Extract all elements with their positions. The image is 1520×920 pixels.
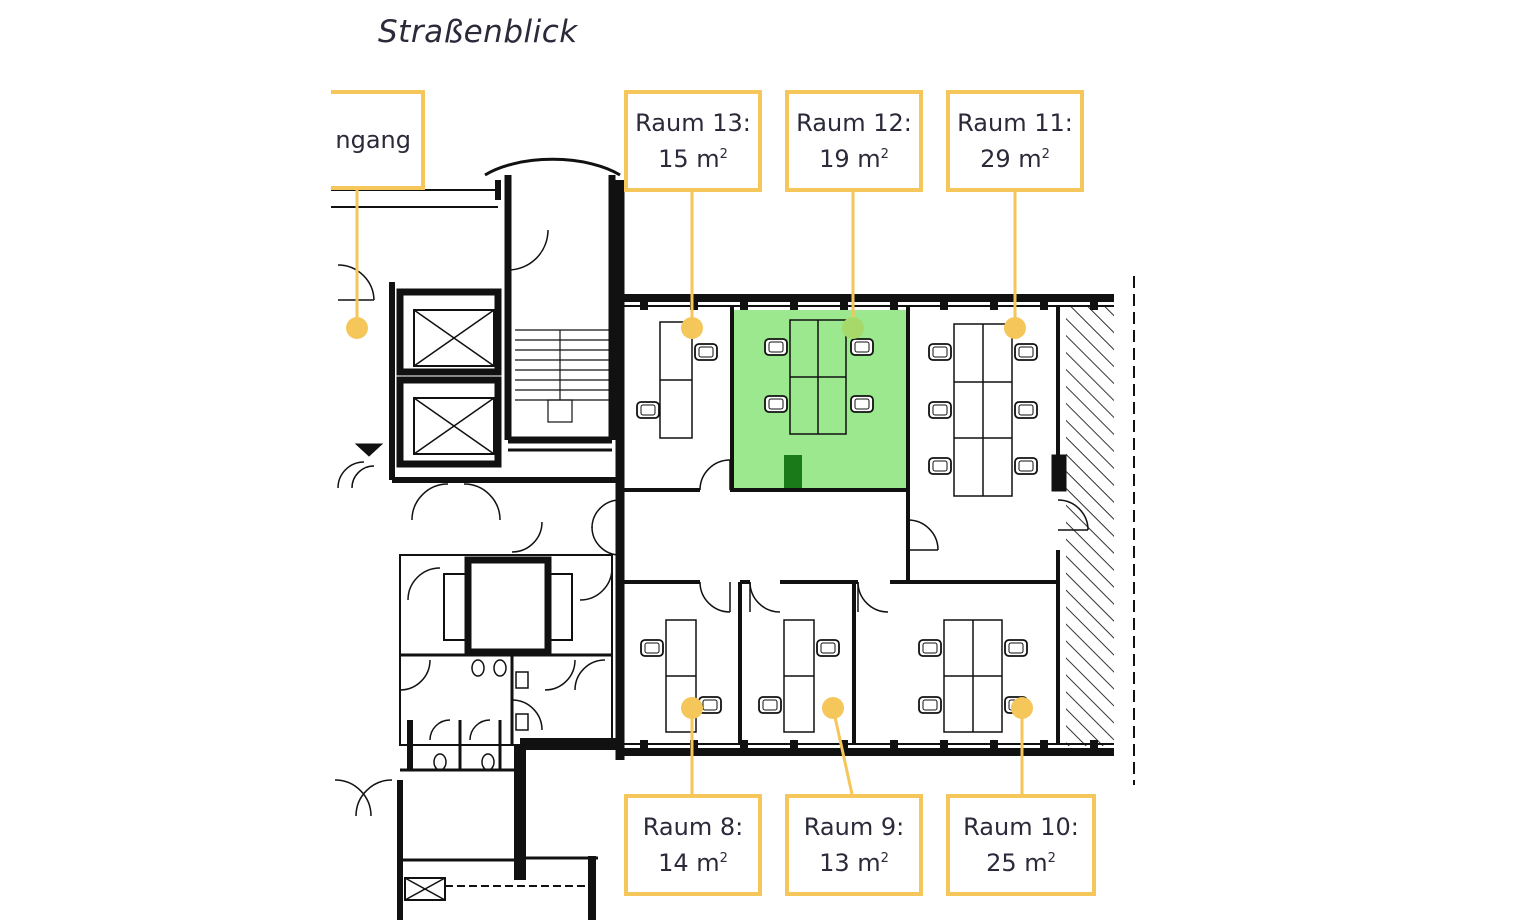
building-walls bbox=[591, 180, 1114, 760]
room-10-area: 25 m2 bbox=[986, 848, 1056, 877]
balcony-hatch bbox=[1066, 306, 1114, 746]
leader-lines bbox=[355, 190, 1024, 795]
label-entrance[interactable]: ngang bbox=[331, 90, 425, 190]
marker-room-9[interactable] bbox=[822, 697, 844, 719]
room-13-name: Raum 13: bbox=[635, 108, 751, 137]
room-13-area: 15 m2 bbox=[658, 144, 728, 173]
label-room-11[interactable]: Raum 11: 29 m2 bbox=[946, 90, 1084, 192]
label-room-10[interactable]: Raum 10: 25 m2 bbox=[946, 794, 1096, 896]
room-10-name: Raum 10: bbox=[963, 812, 1079, 841]
marker-room-12[interactable] bbox=[842, 317, 864, 339]
label-room-8[interactable]: Raum 8: 14 m2 bbox=[624, 794, 762, 896]
room-8-area: 14 m2 bbox=[658, 848, 728, 877]
room-8-name: Raum 8: bbox=[642, 812, 744, 841]
label-room-13[interactable]: Raum 13: 15 m2 bbox=[624, 90, 762, 192]
room-12-highlight[interactable] bbox=[734, 310, 906, 488]
entrance-label: ngang bbox=[335, 125, 411, 154]
label-room-12[interactable]: Raum 12: 19 m2 bbox=[785, 90, 923, 192]
room-11-area: 29 m2 bbox=[980, 144, 1050, 173]
room-9-name: Raum 9: bbox=[803, 812, 905, 841]
core-structure bbox=[331, 157, 621, 920]
room-9-area: 13 m2 bbox=[819, 848, 889, 877]
room-12-cabinet bbox=[784, 455, 802, 488]
room-12-name: Raum 12: bbox=[796, 108, 912, 137]
view-title: Straßenblick bbox=[378, 14, 578, 50]
marker-room-11[interactable] bbox=[1004, 317, 1026, 339]
furniture bbox=[636, 319, 1038, 733]
room-11-name: Raum 11: bbox=[957, 108, 1073, 137]
marker-room-8[interactable] bbox=[681, 697, 703, 719]
marker-room-13[interactable] bbox=[681, 317, 703, 339]
room-12-area: 19 m2 bbox=[819, 144, 889, 173]
marker-room-10[interactable] bbox=[1011, 697, 1033, 719]
label-room-9[interactable]: Raum 9: 13 m2 bbox=[785, 794, 923, 896]
marker-entrance[interactable] bbox=[346, 317, 368, 339]
